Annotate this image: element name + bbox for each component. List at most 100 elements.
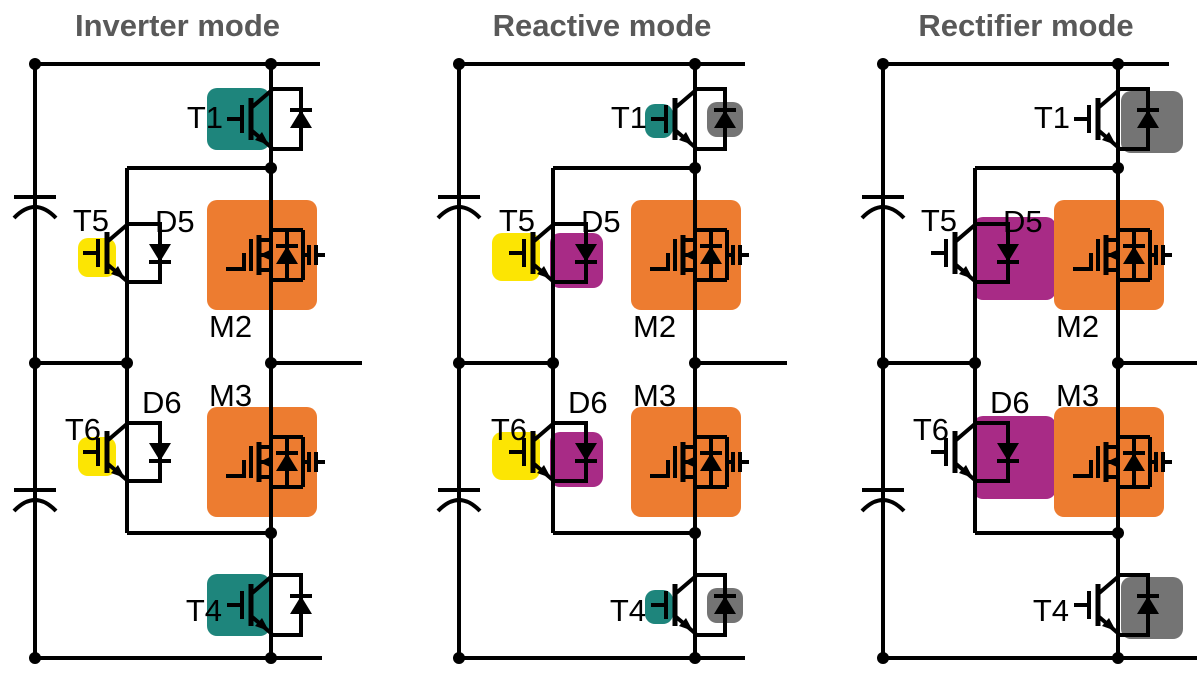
component-label-D6: D6 xyxy=(990,385,1030,420)
wire-layer xyxy=(457,62,787,660)
component-label-T4: T4 xyxy=(1033,593,1069,628)
junction-dot xyxy=(689,162,701,174)
component-label-T1: T1 xyxy=(611,100,647,135)
body-arrow xyxy=(683,250,694,260)
igbt-symbol-T5 xyxy=(509,222,597,284)
collector-lead xyxy=(531,421,556,443)
clamp-diode-icon xyxy=(575,244,597,264)
junction-dot xyxy=(453,357,465,369)
emitter-arrow xyxy=(537,465,551,478)
igbt-symbol-T6 xyxy=(509,421,597,483)
emitter-arrow xyxy=(111,266,125,279)
junction-dot xyxy=(453,652,465,664)
wire-layer xyxy=(881,62,1197,660)
emitter-arrow xyxy=(537,266,551,279)
emitter-arrow xyxy=(959,266,973,279)
component-label-D5: D5 xyxy=(1003,204,1043,239)
junction-dot xyxy=(265,652,277,664)
clamp-diode-icon xyxy=(997,244,1019,264)
body-diode-icon xyxy=(700,244,722,264)
body-arrow xyxy=(1106,457,1117,467)
junction-dot xyxy=(689,357,701,369)
component-label-M2: M2 xyxy=(633,309,676,344)
component-label-D5: D5 xyxy=(155,204,195,239)
junction-dot xyxy=(29,357,41,369)
dc-link-capacitor-icon xyxy=(436,195,482,220)
cap-plate-curved xyxy=(12,498,58,513)
mosfet-symbol-M2 xyxy=(1073,228,1172,282)
gate-lead xyxy=(650,253,670,271)
igbt-symbol-T4 xyxy=(227,573,312,637)
collector-lead xyxy=(105,222,130,244)
component-label-T5: T5 xyxy=(499,203,535,238)
body-arrow xyxy=(259,457,270,467)
cap-plate-curved xyxy=(860,205,906,220)
igbt-symbol-T4 xyxy=(651,573,736,637)
gate-lead xyxy=(226,253,246,271)
junction-dot xyxy=(29,58,41,70)
igbt-symbol-T1 xyxy=(227,87,312,151)
junction-dot xyxy=(265,162,277,174)
component-label-T6: T6 xyxy=(491,412,527,447)
body-diode-icon xyxy=(1123,451,1145,471)
gate-lead xyxy=(1073,460,1093,478)
dc-link-capacitor-icon xyxy=(12,195,58,220)
body-diode-icon xyxy=(276,244,298,264)
junction-dot xyxy=(1112,162,1124,174)
highlight-T6 xyxy=(492,432,540,480)
dc-link-capacitor-icon xyxy=(860,195,906,220)
collector-lead xyxy=(105,421,130,443)
junction-dot xyxy=(265,527,277,539)
mosfet-symbol-M3 xyxy=(226,435,325,489)
junction-dot xyxy=(689,652,701,664)
cap-plate-curved xyxy=(12,205,58,220)
body-diode-icon xyxy=(276,451,298,471)
emitter-arrow xyxy=(1102,132,1116,145)
dc-link-capacitor-icon xyxy=(436,488,482,513)
junction-dot xyxy=(877,652,889,664)
panel-title: Reactive mode xyxy=(493,8,712,43)
component-label-T6: T6 xyxy=(65,412,101,447)
junction-dot xyxy=(265,58,277,70)
antiparallel-diode-icon xyxy=(1137,594,1159,614)
antiparallel-diode-icon xyxy=(290,594,312,614)
mosfet-symbol-M2 xyxy=(650,228,749,282)
component-label-T5: T5 xyxy=(73,203,109,238)
emitter-arrow xyxy=(255,132,269,145)
body-arrow xyxy=(259,250,270,260)
gate-lead xyxy=(1073,253,1093,271)
antiparallel-diode-icon xyxy=(714,594,736,614)
cap-plate-curved xyxy=(436,498,482,513)
highlight-D6 xyxy=(973,416,1056,499)
igbt-symbol-T5 xyxy=(83,222,171,284)
cap-plate-curved xyxy=(436,205,482,220)
panel-title: Inverter mode xyxy=(75,8,280,43)
igbt-symbol-T1 xyxy=(1074,87,1159,151)
junction-dot xyxy=(1112,652,1124,664)
antiparallel-diode-icon xyxy=(714,108,736,128)
component-label-T6: T6 xyxy=(913,412,949,447)
emitter-arrow xyxy=(255,618,269,631)
igbt-symbol-T6 xyxy=(931,421,1019,483)
junction-dot xyxy=(29,652,41,664)
junction-dot xyxy=(547,357,559,369)
mosfet-symbol-M3 xyxy=(1073,435,1172,489)
junction-dot xyxy=(689,527,701,539)
component-label-M2: M2 xyxy=(209,309,252,344)
component-label-M3: M3 xyxy=(1056,378,1099,413)
clamp-diode-icon xyxy=(575,443,597,463)
clamp-diode-icon xyxy=(997,443,1019,463)
emitter-arrow xyxy=(1102,618,1116,631)
junction-dot xyxy=(1112,58,1124,70)
component-label-M3: M3 xyxy=(209,378,252,413)
body-diode-icon xyxy=(700,451,722,471)
gate-lead xyxy=(226,460,246,478)
junction-dot xyxy=(265,357,277,369)
component-label-D5: D5 xyxy=(581,204,621,239)
junction-dot xyxy=(969,357,981,369)
component-label-T4: T4 xyxy=(186,593,222,628)
